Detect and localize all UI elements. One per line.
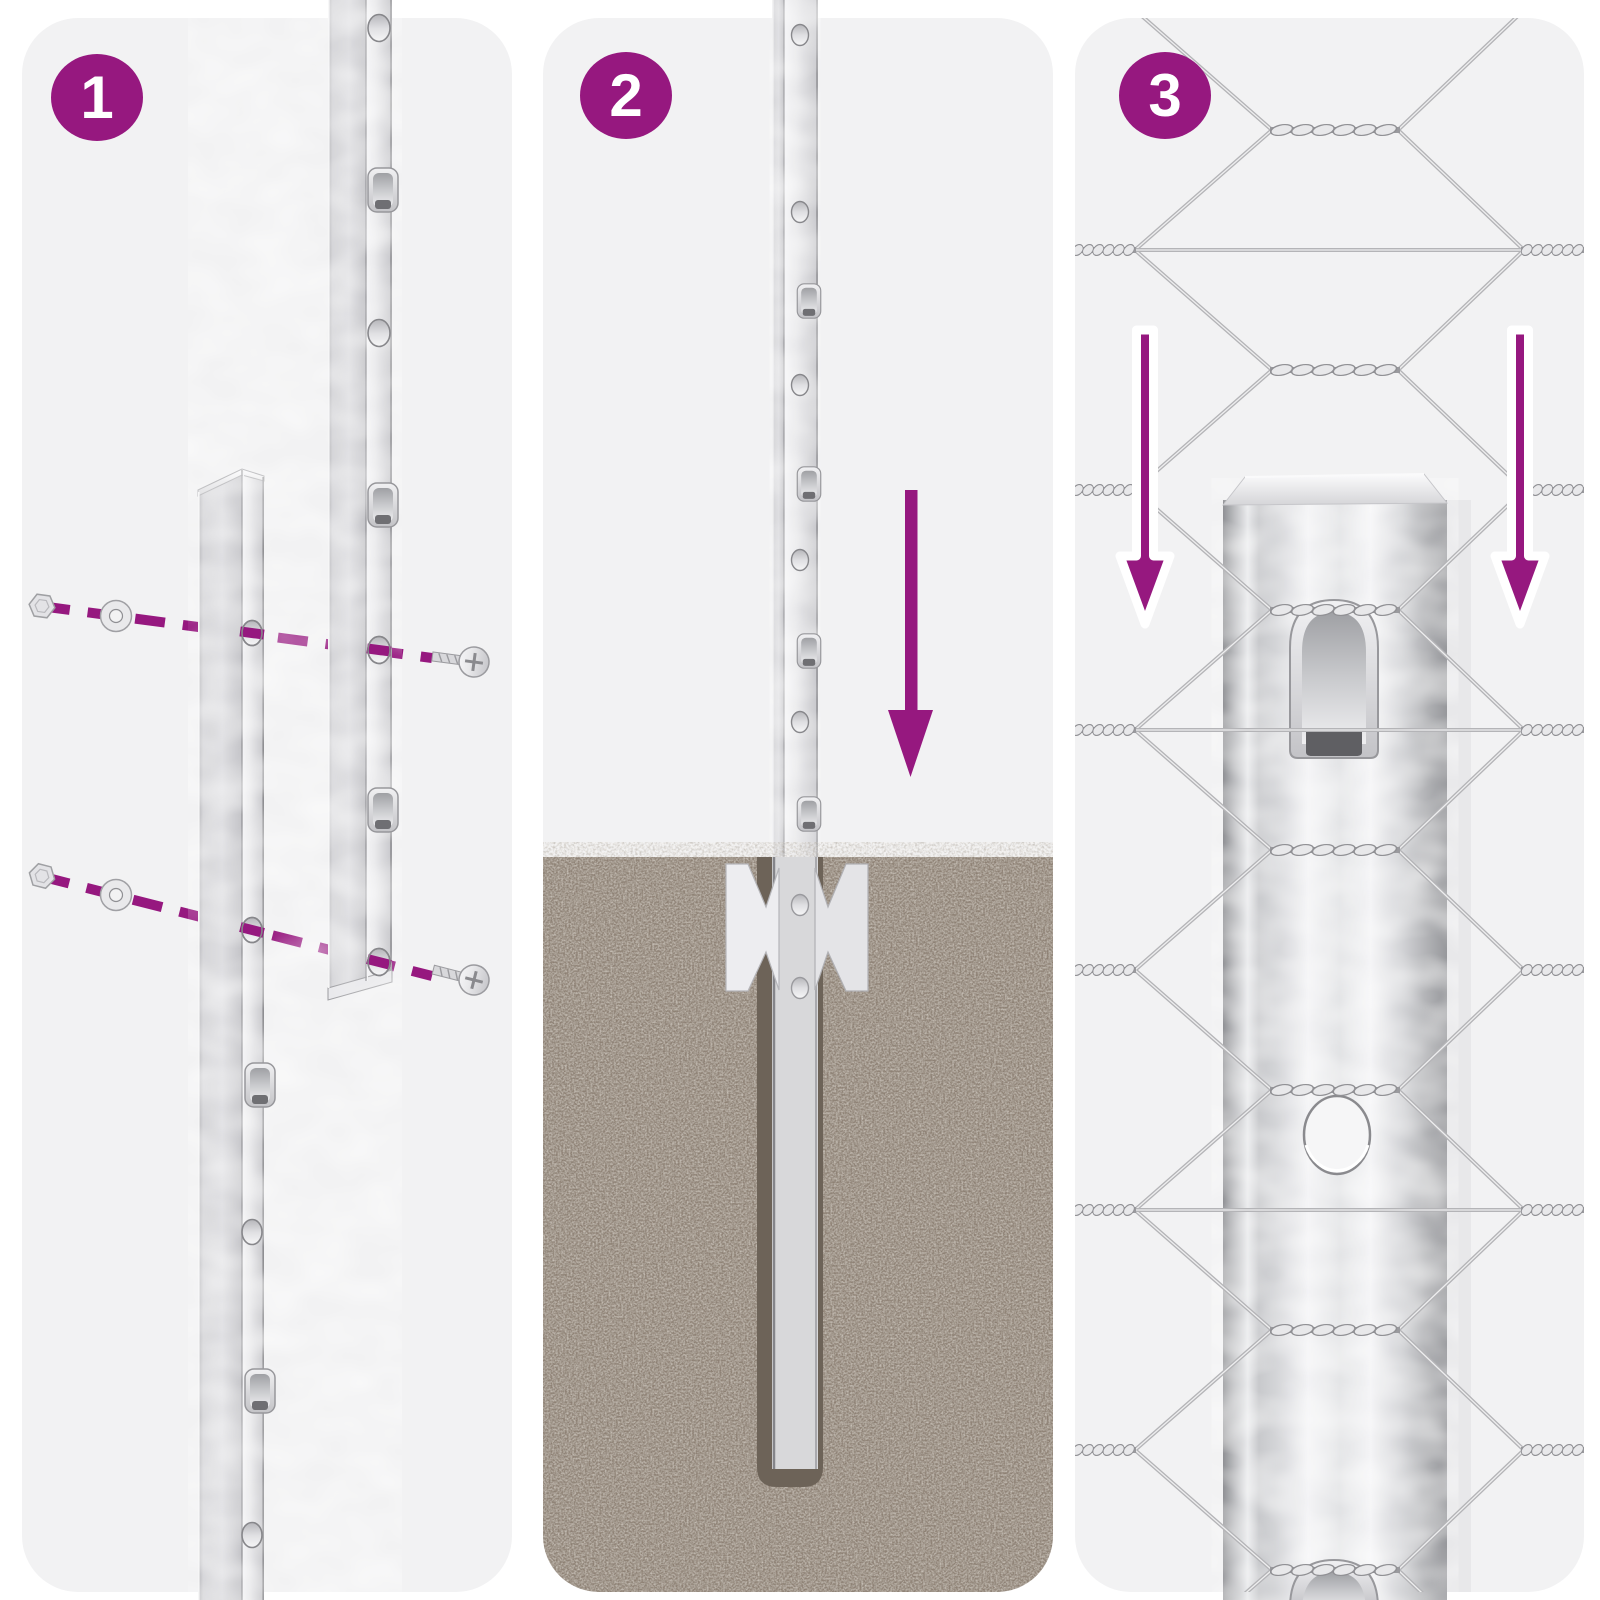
post-underground (772, 857, 818, 1469)
dash-through-holes (239, 626, 392, 970)
step-1-panel (22, 18, 512, 1592)
anchor-plate (725, 863, 869, 992)
step-number-badge: 1 (51, 54, 143, 141)
post-holes (790, 23, 810, 734)
step-number: 2 (609, 62, 643, 129)
step-number-badge: 3 (1119, 52, 1211, 139)
fence-post (772, 0, 818, 870)
fence-post-closeup (1221, 473, 1449, 1600)
step-number: 3 (1148, 62, 1182, 129)
down-arrow-icon (888, 490, 933, 777)
step-2-graphics (543, 0, 1053, 1592)
down-arrow-icon (1115, 325, 1175, 629)
post-hole-large (1302, 1094, 1372, 1176)
step-number: 1 (80, 64, 114, 131)
post-hook-tab-large (1289, 598, 1379, 759)
step-1-graphics (28, 0, 490, 1600)
post-shadow (1447, 500, 1471, 1592)
screw-icon (431, 646, 490, 996)
ground-soil (543, 857, 1053, 1592)
fence-posts (197, 0, 393, 1600)
step-number-badge: 2 (580, 52, 672, 139)
bolt-icon (28, 593, 56, 890)
washer-icon (99, 599, 133, 912)
fence-post-left (197, 468, 265, 1600)
down-arrow-icon (1490, 325, 1550, 629)
hole-rims (241, 619, 391, 977)
step-3-graphics (1075, 18, 1584, 1600)
